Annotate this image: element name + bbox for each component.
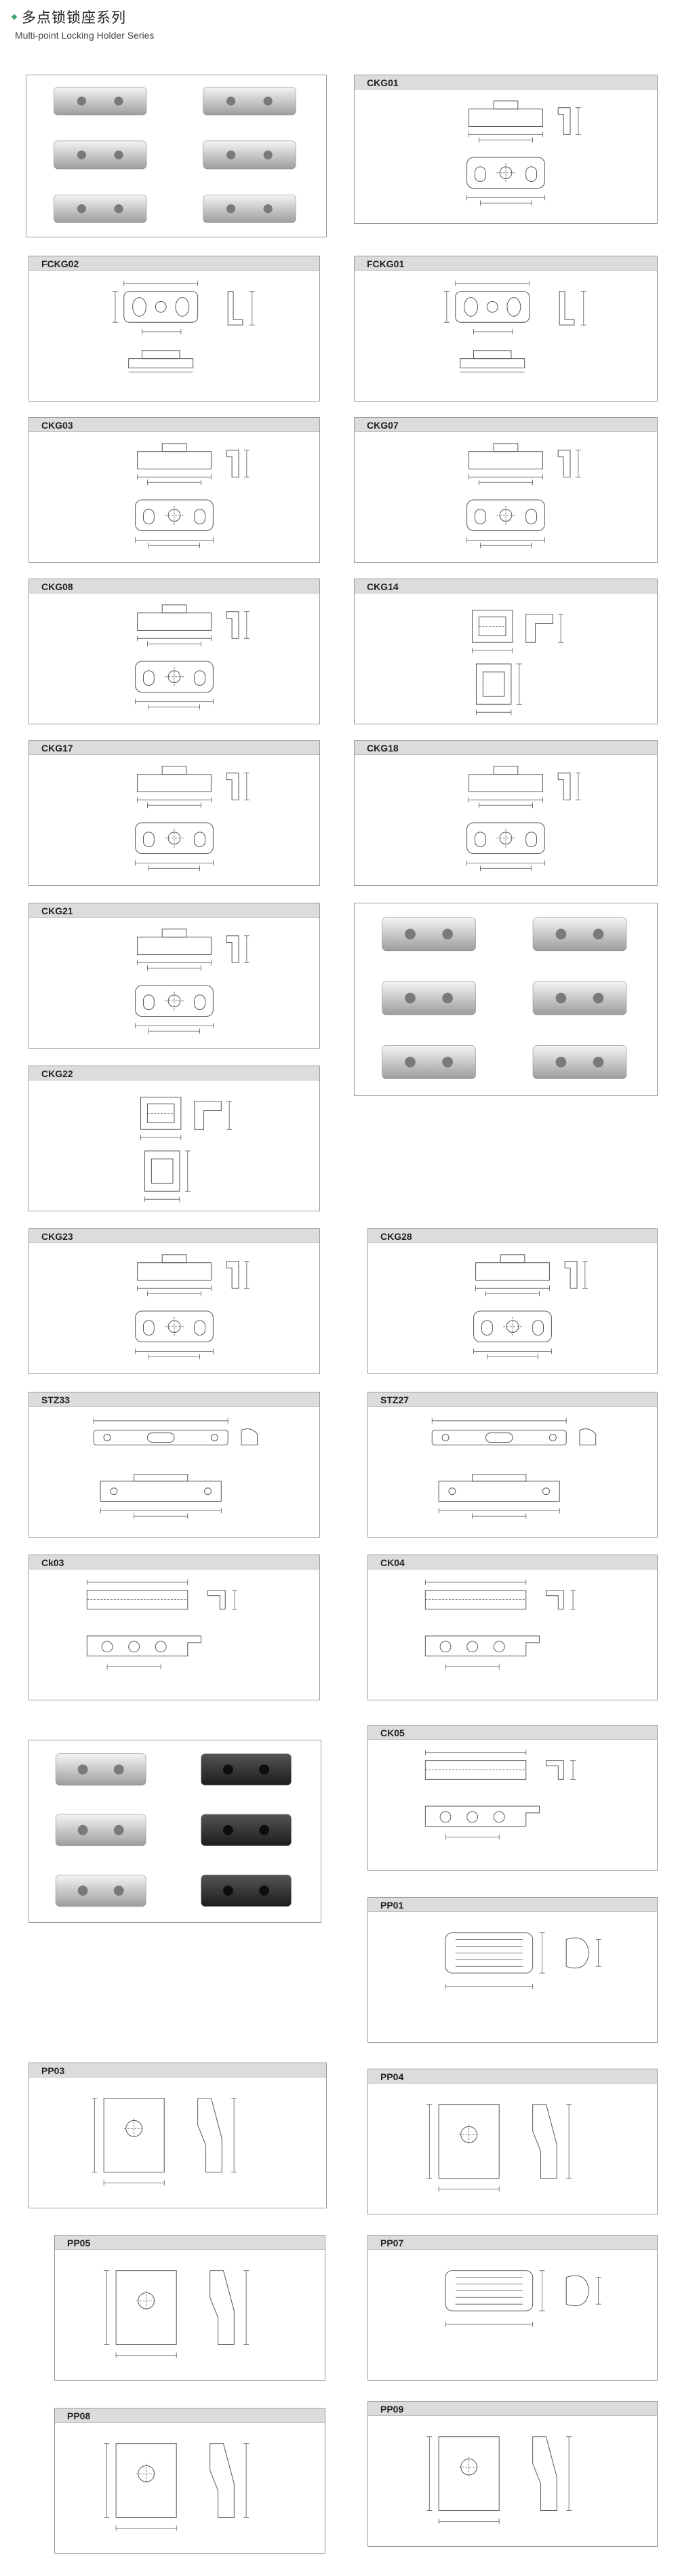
technical-drawing bbox=[368, 1244, 657, 1373]
product-code: CKG22 bbox=[29, 1066, 319, 1080]
technical-drawing bbox=[29, 1081, 319, 1211]
title-bullet-icon bbox=[11, 14, 18, 20]
product-panel-ckg01: CKG01 bbox=[354, 75, 658, 224]
product-panel-pp04: PP04 bbox=[367, 2069, 658, 2214]
product-code: STZ33 bbox=[29, 1392, 319, 1407]
technical-drawing bbox=[29, 2078, 326, 2208]
product-panel-pp01: PP01 bbox=[367, 1897, 658, 2043]
product-code: CKG28 bbox=[368, 1229, 657, 1243]
product-panel-ck04: CK04 bbox=[367, 1555, 658, 1700]
product-code: CKG01 bbox=[355, 75, 657, 90]
product-code: PP08 bbox=[55, 2408, 325, 2423]
technical-drawing bbox=[368, 1913, 657, 2042]
technical-drawing bbox=[29, 594, 319, 724]
product-panel-ckg28: CKG28 bbox=[367, 1228, 658, 1374]
product-panel-ckg08: CKG08 bbox=[28, 579, 320, 724]
product-panel-pp05: PP05 bbox=[54, 2235, 325, 2381]
product-panel-ck03: Ck03 bbox=[28, 1555, 320, 1700]
product-code: CKG07 bbox=[355, 418, 657, 432]
product-code: FCKG01 bbox=[355, 256, 657, 271]
product-panel-stz27: STZ27 bbox=[367, 1392, 658, 1538]
product-panel-stz33: STZ33 bbox=[28, 1392, 320, 1538]
product-code: CKG14 bbox=[355, 579, 657, 593]
technical-drawing bbox=[368, 2084, 657, 2214]
product-panel-ckg03: CKG03 bbox=[28, 417, 320, 563]
product-code: CK05 bbox=[368, 1725, 657, 1740]
photo-group-3 bbox=[28, 1740, 321, 1923]
product-code: STZ27 bbox=[368, 1392, 657, 1407]
photo-group-2 bbox=[354, 903, 658, 1096]
technical-drawing bbox=[368, 2250, 657, 2380]
product-panel-ckg17: CKG17 bbox=[28, 740, 320, 886]
technical-drawing bbox=[55, 2250, 325, 2380]
product-panel-ckg23: CKG23 bbox=[28, 1228, 320, 1374]
product-panel-ckg14: CKG14 bbox=[354, 579, 658, 724]
technical-drawing bbox=[355, 271, 657, 401]
product-code: PP07 bbox=[368, 2236, 657, 2250]
product-panel-fckg02: FCKG02 bbox=[28, 256, 320, 402]
product-code: CKG03 bbox=[29, 418, 319, 432]
product-code: Ck03 bbox=[29, 1555, 319, 1569]
product-code: PP05 bbox=[55, 2236, 325, 2250]
product-code: PP03 bbox=[29, 2063, 326, 2077]
product-code: PP09 bbox=[368, 2402, 657, 2416]
technical-drawing bbox=[355, 433, 657, 562]
technical-drawing bbox=[29, 756, 319, 885]
technical-drawing bbox=[55, 2423, 325, 2553]
technical-drawing bbox=[368, 1740, 657, 1870]
product-panel-pp09: PP09 bbox=[367, 2401, 658, 2547]
product-code: PP01 bbox=[368, 1898, 657, 1912]
product-panel-ckg18: CKG18 bbox=[354, 740, 658, 886]
product-code: PP04 bbox=[368, 2069, 657, 2084]
technical-drawing bbox=[355, 756, 657, 885]
technical-drawing bbox=[29, 1244, 319, 1373]
product-code: CKG21 bbox=[29, 903, 319, 918]
product-code: CKG23 bbox=[29, 1229, 319, 1243]
product-code: FCKG02 bbox=[29, 256, 319, 271]
technical-drawing bbox=[29, 1407, 319, 1537]
product-code: CKG17 bbox=[29, 741, 319, 755]
product-code: CKG08 bbox=[29, 579, 319, 593]
product-panel-pp08: PP08 bbox=[54, 2408, 325, 2554]
page-header: 多点锁锁座系列 Multi-point Locking Holder Serie… bbox=[11, 7, 155, 41]
product-code: CK04 bbox=[368, 1555, 657, 1569]
product-panel-pp07: PP07 bbox=[367, 2235, 658, 2381]
technical-drawing bbox=[29, 918, 319, 1048]
page-title: 多点锁锁座系列 bbox=[22, 10, 126, 26]
page-subtitle: Multi-point Locking Holder Series bbox=[15, 30, 155, 41]
product-panel-ckg07: CKG07 bbox=[354, 417, 658, 563]
technical-drawing bbox=[368, 2417, 657, 2546]
technical-drawing bbox=[355, 90, 657, 223]
technical-drawing bbox=[29, 433, 319, 562]
technical-drawing bbox=[368, 1407, 657, 1537]
title-row: 多点锁锁座系列 bbox=[11, 7, 154, 27]
technical-drawing bbox=[355, 594, 657, 724]
product-panel-ckg22: CKG22 bbox=[28, 1066, 320, 1211]
product-panel-ck05: CK05 bbox=[367, 1725, 658, 1871]
technical-drawing bbox=[368, 1570, 657, 1700]
product-panel-pp03: PP03 bbox=[28, 2063, 327, 2208]
product-code: CKG18 bbox=[355, 741, 657, 755]
product-panel-ckg21: CKG21 bbox=[28, 903, 320, 1049]
photo-group-1 bbox=[26, 75, 327, 237]
product-panel-fckg01: FCKG01 bbox=[354, 256, 658, 402]
technical-drawing bbox=[29, 1570, 319, 1700]
technical-drawing bbox=[29, 271, 319, 401]
